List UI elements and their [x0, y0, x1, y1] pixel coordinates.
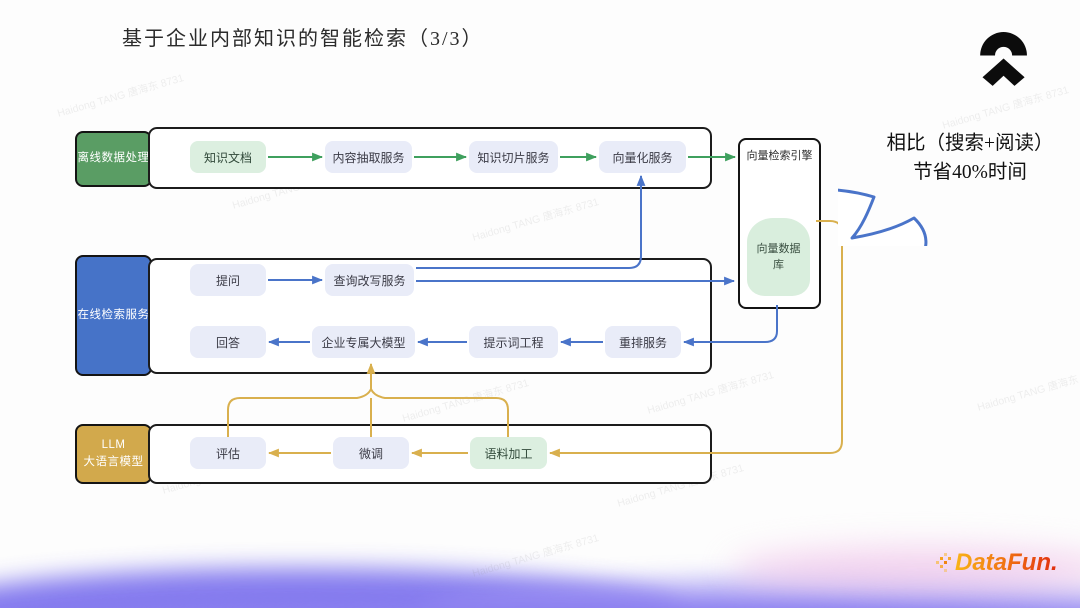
speech-bubble [838, 188, 928, 246]
watermark: Haidong TANG 唐海东 8731 [471, 196, 601, 244]
node-evaluate: 评估 [190, 437, 266, 469]
node-knowledge-doc: 知识文档 [190, 141, 266, 173]
node-vectorize-service: 向量化服务 [599, 141, 686, 173]
watermark: Haidong TANG 唐海东 8731 [56, 72, 186, 120]
node-enterprise-llm: 企业专属大模型 [312, 326, 415, 358]
vector-search-engine-title: 向量检索引擎 [746, 150, 813, 162]
watermark: Haidong TANG 唐海东 8731 [976, 366, 1080, 414]
node-rerank-service: 重排服务 [605, 326, 681, 358]
nio-logo-icon [980, 32, 1027, 86]
lane-label-llm: LLM 大语言模型 [75, 424, 152, 484]
datafun-dots-icon [936, 553, 951, 572]
lane-label-online-text: 在线检索服务 [77, 308, 150, 321]
footer-swoosh-base [0, 600, 1080, 608]
footer-swoosh-pink [730, 547, 1080, 591]
node-content-extract-service: 内容抽取服务 [325, 141, 412, 173]
watermark: Haidong TANG 唐海东 8731 [401, 377, 531, 425]
node-query-rewrite-service: 查询改写服务 [325, 264, 414, 296]
datafun-logo-text: DataFun. [955, 549, 1058, 576]
lane-label-offline-text: 离线数据处理 [77, 152, 150, 165]
watermark: Haidong TANG 唐海东 8731 [646, 369, 776, 417]
node-corpus-processing: 语料加工 [470, 437, 547, 469]
vector-database-shape: 向量数据库 [747, 218, 810, 296]
datafun-logo: DataFun. [936, 549, 1058, 577]
node-answer: 回答 [190, 326, 266, 358]
lane-label-llm-line1: LLM [101, 438, 126, 451]
vector-search-engine-box: 向量检索引擎 向量数据库 [738, 138, 821, 309]
lane-label-offline: 离线数据处理 [75, 131, 152, 187]
node-question: 提问 [190, 264, 266, 296]
node-finetune: 微调 [333, 437, 409, 469]
lane-label-llm-line2: 大语言模型 [83, 456, 144, 468]
node-prompt-engineering: 提示词工程 [469, 326, 558, 358]
page-title: 基于企业内部知识的智能检索（3/3） [122, 28, 484, 50]
node-knowledge-slice-service: 知识切片服务 [469, 141, 558, 173]
speech-bubble-text: 相比（搜索+阅读）节省40%时间 [886, 133, 1054, 183]
lane-label-online: 在线检索服务 [75, 255, 152, 376]
watermark: Haidong TANG 唐海东 8731 [471, 532, 601, 580]
